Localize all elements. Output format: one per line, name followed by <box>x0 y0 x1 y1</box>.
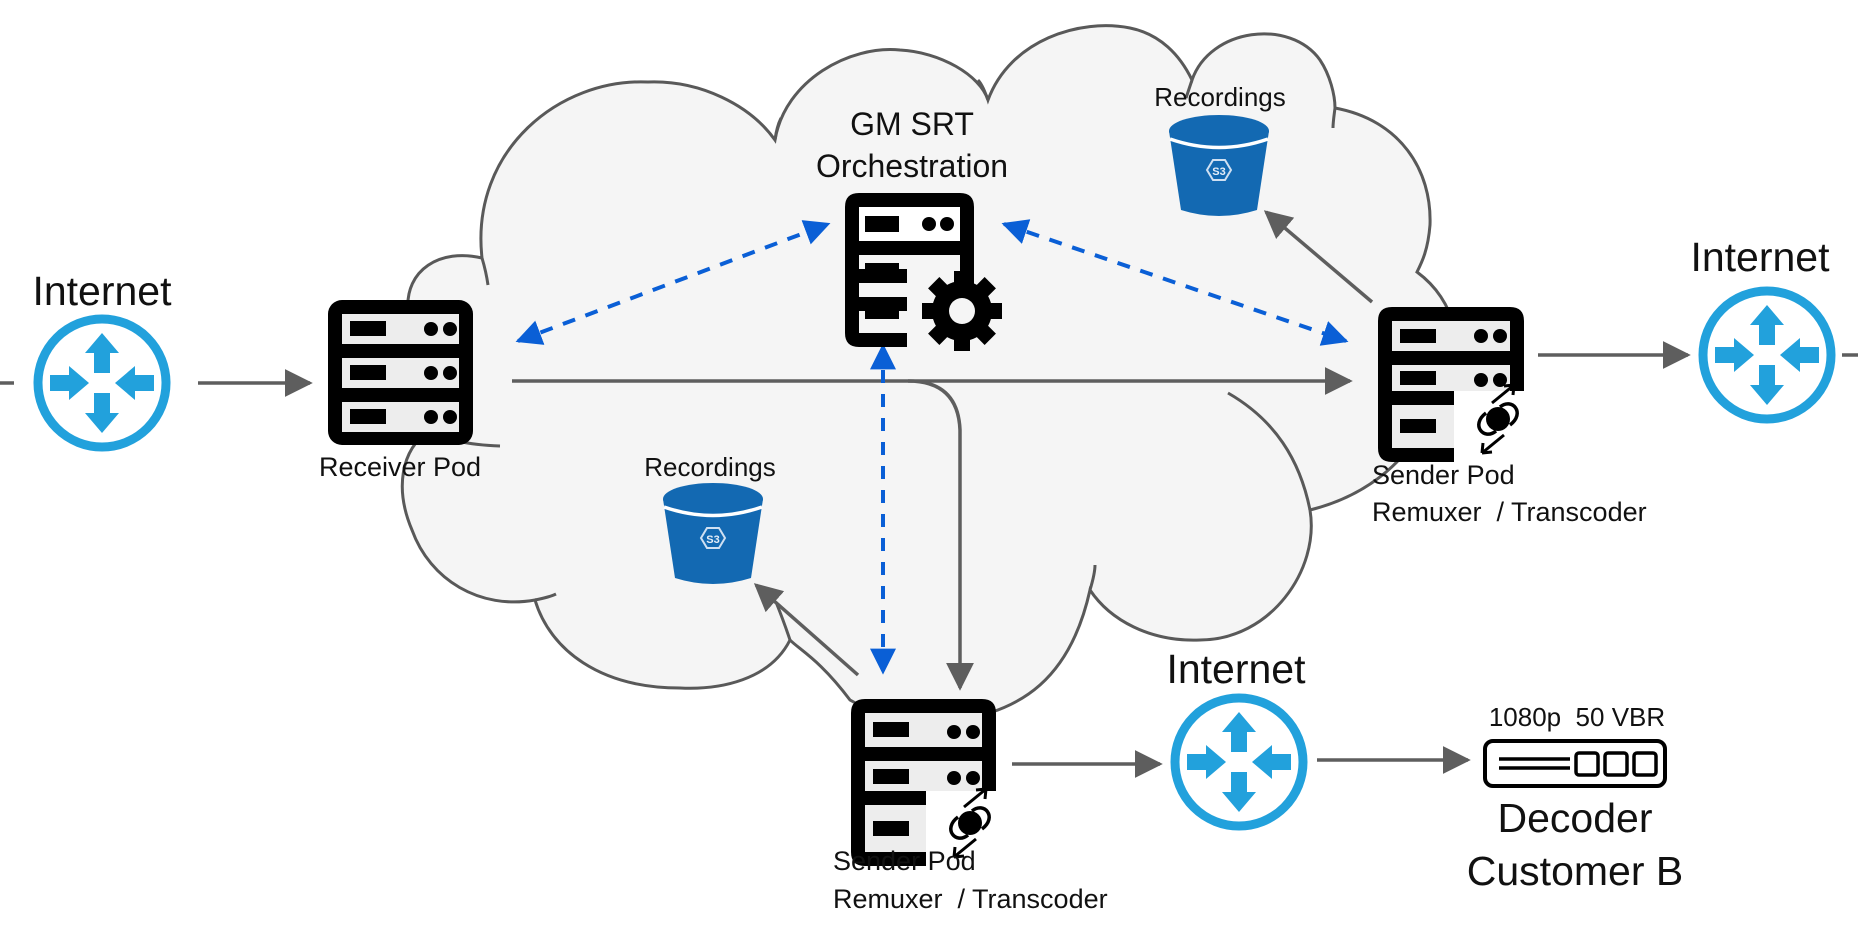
receiver-pod-label: Receiver Pod <box>319 452 481 482</box>
flow-sender-bottom-to-recordings <box>753 583 860 677</box>
cloud-fold <box>480 257 490 286</box>
transcode-icon <box>949 787 991 859</box>
router-icon <box>1175 698 1303 826</box>
internet-left-label: Internet <box>32 268 172 314</box>
recordings-bottom-label: Recordings <box>644 452 776 482</box>
internet-bottom-label: Internet <box>1166 646 1306 692</box>
decoder-node: 1080p 50 VBR Decoder Customer B <box>1467 702 1683 894</box>
decoder-spec: 1080p 50 VBR <box>1489 702 1665 732</box>
internet-bottom-node: Internet <box>1166 646 1306 826</box>
control-orchestration-receiver <box>515 220 831 345</box>
decoder-device-icon <box>1483 739 1667 788</box>
server-transcode-icon <box>851 699 996 866</box>
sender-pod-right-node: Sender Pod Remuxer / Transcoder <box>1372 307 1647 527</box>
transcode-icon <box>1477 383 1519 455</box>
cloud-fold <box>1184 79 1194 99</box>
internet-right-node: Internet <box>1690 234 1831 419</box>
decoder-label: Decoder <box>1498 795 1653 841</box>
sender-pod-bottom-label-line2: Remuxer / Transcoder <box>833 884 1108 914</box>
sender-pod-bottom-label-line1: Sender Pod <box>833 846 976 876</box>
sender-pod-right-label-line1: Sender Pod <box>1372 460 1515 490</box>
cloud-fold <box>534 592 557 602</box>
recordings-top-label: Recordings <box>1154 82 1286 112</box>
internet-right-label: Internet <box>1690 234 1830 280</box>
cloud-fold <box>1331 107 1337 129</box>
server-gear-icon <box>845 193 1002 351</box>
s3-bucket-icon <box>661 481 765 586</box>
orchestration-node: GM SRT Orchestration <box>816 106 1008 351</box>
decoder-customer-label: Customer B <box>1467 848 1683 894</box>
sender-pod-bottom-node: Sender Pod Remuxer / Transcoder <box>833 699 1108 914</box>
server-transcode-icon <box>1378 307 1524 462</box>
s3-bucket-icon <box>1167 113 1271 218</box>
flow-receiver-to-sender-bottom <box>907 379 974 691</box>
server-rack-icon <box>328 300 473 445</box>
internet-left-node: Internet <box>32 268 172 447</box>
control-orchestration-sender-right <box>1001 219 1349 346</box>
cloud-fold <box>1227 391 1312 511</box>
recordings-bottom-node: Recordings <box>644 452 776 586</box>
cloud-fold <box>976 78 990 101</box>
cloud-fold <box>1088 564 1097 591</box>
router-icon <box>1703 291 1831 419</box>
receiver-pod-node: Receiver Pod <box>319 300 481 482</box>
cloud-fold <box>773 117 783 141</box>
orchestration-label-line2: Orchestration <box>816 148 1008 184</box>
sender-pod-right-label-line2: Remuxer / Transcoder <box>1372 497 1647 527</box>
recordings-top-node: Recordings <box>1154 82 1286 218</box>
orchestration-label-line1: GM SRT <box>850 106 974 142</box>
router-icon <box>38 319 166 447</box>
